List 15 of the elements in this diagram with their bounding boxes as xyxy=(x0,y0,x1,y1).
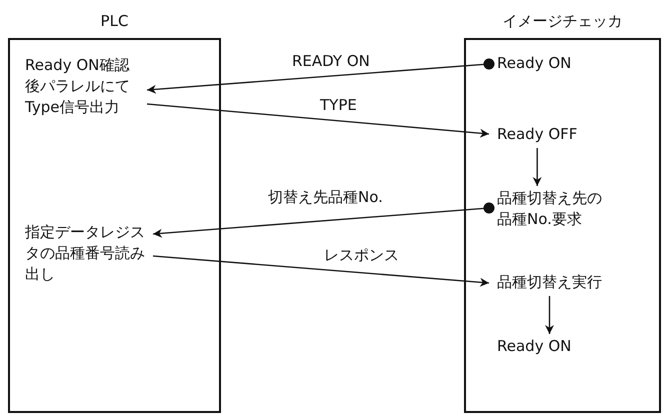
arrow xyxy=(152,202,494,238)
arrow xyxy=(545,296,554,334)
arrow xyxy=(532,148,542,186)
step-text: Ready OFF xyxy=(497,124,578,145)
panel-title: イメージチェッカ xyxy=(502,12,622,31)
step-text: Ready ON xyxy=(497,53,572,74)
step-text: 品種切替え先の品種No.要求 xyxy=(497,188,609,230)
arrow xyxy=(146,103,490,138)
arrow xyxy=(146,58,494,94)
step-text: 指定データレジスタの品種番号読み出し xyxy=(25,222,149,285)
step-text: Ready ON確認後パラレルにてType信号出力 xyxy=(25,55,143,118)
panel-title: PLC xyxy=(100,12,128,30)
step-text: Ready ON xyxy=(497,336,572,357)
arrow xyxy=(152,255,490,287)
step-text: 品種切替え実行 xyxy=(497,272,602,293)
